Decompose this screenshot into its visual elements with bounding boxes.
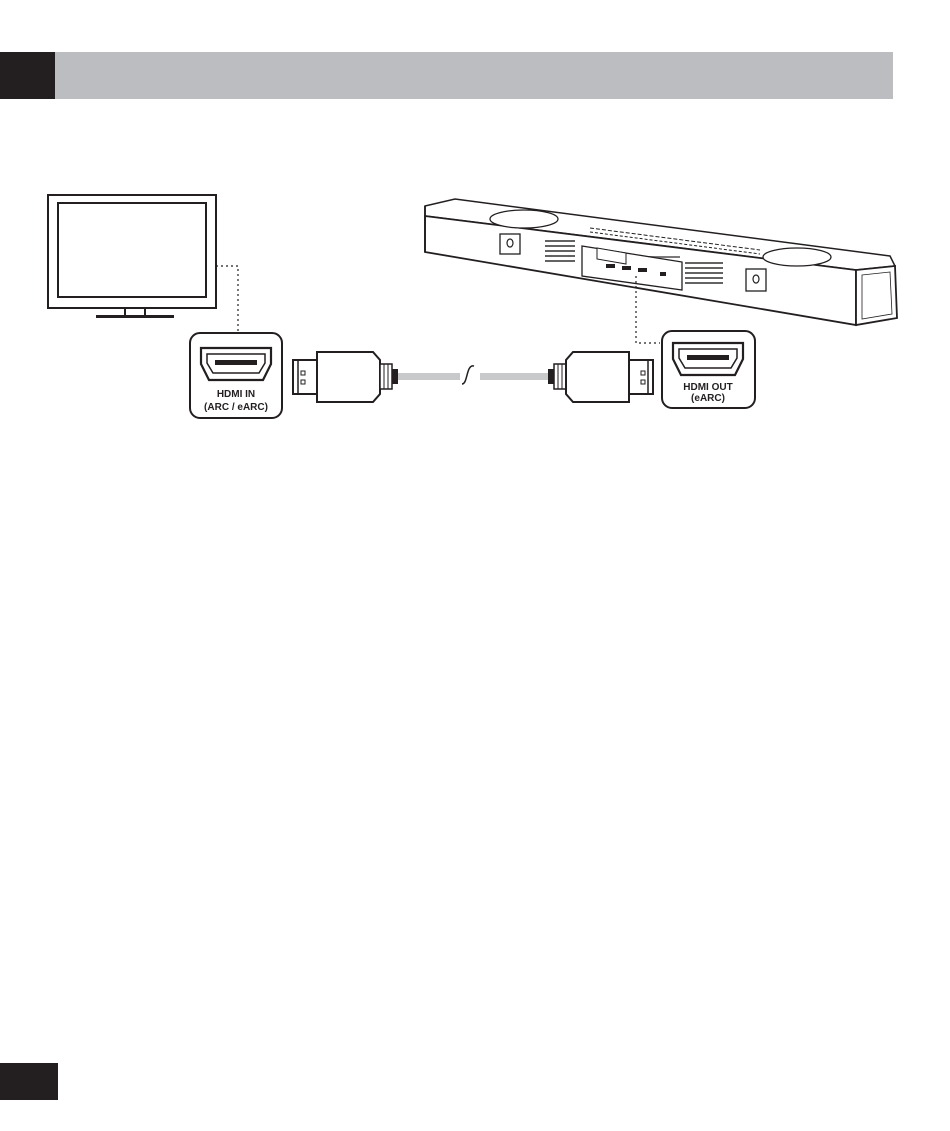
- tv-leader-line: [216, 266, 238, 332]
- soundbar-port-label-line2: (eARC): [691, 393, 725, 404]
- tv-port-label-line1: HDMI IN: [217, 389, 255, 400]
- tv-hdmi-in-port: HDMI IN (ARC / eARC): [190, 333, 282, 418]
- soundbar-port-label-line1: HDMI OUT: [683, 382, 732, 393]
- hdmi-cable-icon: [293, 352, 653, 402]
- soundbar-icon: [425, 199, 897, 325]
- hdmi-port-icon: [673, 343, 743, 375]
- hdmi-port-icon: [201, 348, 271, 380]
- tv-icon: [48, 195, 216, 318]
- tv-port-label-line2: (ARC / eARC): [204, 402, 268, 413]
- footer-page-marker: [0, 1063, 58, 1100]
- soundbar-hdmi-out-port: HDMI OUT (eARC): [662, 331, 755, 408]
